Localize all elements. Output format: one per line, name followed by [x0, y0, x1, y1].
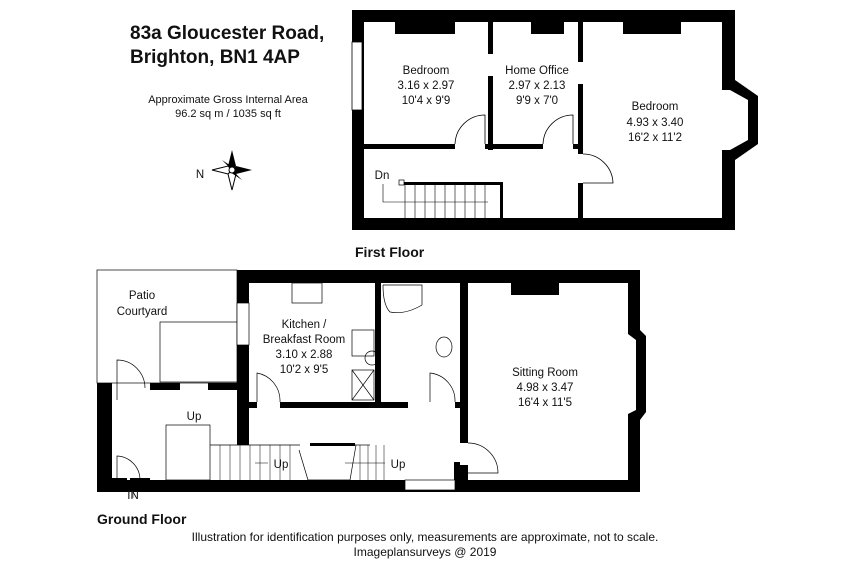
patio-courtyard [96, 269, 238, 384]
ground-floor-plan: Patio Courtyard [96, 269, 646, 502]
gross-area: Approximate Gross Internal Area 96.2 sq m… [128, 93, 328, 121]
room-name: Bedroom [403, 65, 450, 77]
room-metric: 3.10 x 2.88 [276, 349, 333, 361]
first-floor-label: First Floor [355, 244, 425, 260]
room-imperial: 9'9 x 7'0 [516, 95, 558, 107]
entrance-label: IN [127, 490, 139, 502]
room-name: Bedroom [632, 101, 679, 113]
room-name: Kitchen / [282, 319, 328, 331]
room-metric: 3.16 x 2.97 [398, 80, 455, 92]
room-imperial: 10'2 x 9'5 [280, 364, 329, 376]
area-value: 96.2 sq m / 1035 sq ft [175, 108, 281, 120]
credit: Imageplansurveys @ 2019 [353, 545, 497, 559]
room-metric: 2.97 x 2.13 [509, 80, 566, 92]
address-line-2: Brighton, BN1 4AP [130, 47, 300, 68]
room-imperial: 16'2 x 11'2 [628, 132, 682, 144]
first-floor-stairs-label: Dn [375, 170, 390, 182]
room-sitting-room: Sitting Room 4.98 x 3.47 16'4 x 11'5 [512, 367, 578, 409]
first-floor-plan: Dn Bedroom 3.16 x 2.97 10'4 x 9'9 Home O… [351, 10, 758, 230]
room-home-office: Home Office 2.97 x 2.13 9'9 x 7'0 [505, 65, 569, 107]
stairs-up-label-1: Up [187, 411, 202, 423]
property-address: 83a Gloucester Road, Brighton, BN1 4AP [130, 22, 324, 70]
courtyard-label: Courtyard [117, 306, 168, 318]
area-label: Approximate Gross Internal Area [148, 94, 308, 106]
room-kitchen: Kitchen / Breakfast Room 3.10 x 2.88 10'… [263, 319, 345, 376]
room-bedroom-2: Bedroom 4.93 x 3.40 16'2 x 11'2 [627, 101, 684, 144]
stairs-up-label-3: Up [391, 459, 406, 471]
disclaimer: Illustration for identification purposes… [191, 530, 659, 544]
room-imperial: 10'4 x 9'9 [402, 95, 451, 107]
room-metric: 4.98 x 3.47 [517, 382, 574, 394]
room-name: Home Office [505, 65, 569, 77]
compass-north-label: N [196, 169, 204, 181]
patio-label: Patio [129, 290, 155, 302]
compass-icon [211, 150, 252, 191]
room-imperial: 16'4 x 11'5 [518, 397, 572, 409]
room-name: Breakfast Room [263, 334, 345, 346]
stairs-up-label-2: Up [274, 459, 289, 471]
ground-floor-label: Ground Floor [97, 511, 187, 527]
address-line-1: 83a Gloucester Road, [130, 23, 325, 44]
room-name: Sitting Room [512, 367, 578, 379]
room-metric: 4.93 x 3.40 [627, 117, 684, 129]
room-bedroom-1: Bedroom 3.16 x 2.97 10'4 x 9'9 [398, 65, 455, 107]
